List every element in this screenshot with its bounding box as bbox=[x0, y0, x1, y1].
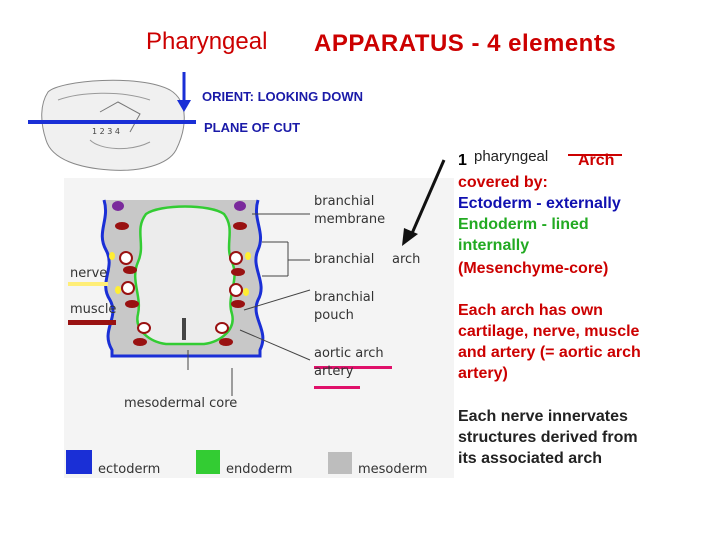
nerve-label: nerve bbox=[70, 266, 108, 281]
branchial-membrane-label-2: membrane bbox=[314, 212, 386, 227]
embryo-sketch: 1 2 3 4 bbox=[41, 79, 185, 171]
legend-ectoderm-swatch bbox=[66, 450, 92, 474]
title-apparatus: APPARATUS - 4 elements bbox=[314, 30, 617, 57]
branchial-pouch-label-1: branchial bbox=[314, 290, 375, 305]
own-line-2: cartilage, nerve, muscle bbox=[458, 323, 640, 340]
branchial-membrane-label-1: branchial bbox=[314, 194, 375, 209]
own-line-1: Each arch has own bbox=[458, 302, 603, 319]
nerve-line-3: its associated arch bbox=[458, 450, 603, 467]
artery-underline bbox=[314, 386, 360, 389]
arch-dots-left bbox=[109, 201, 151, 346]
endoderm-line-2: internally bbox=[458, 237, 530, 254]
mesenchyme-line: (Mesenchyme-core) bbox=[458, 260, 609, 277]
legend-endoderm-label: endoderm bbox=[226, 462, 293, 477]
ectoderm-line: Ectoderm - externally bbox=[458, 195, 621, 212]
arch-word: Arch bbox=[578, 152, 615, 169]
arch-count: 1 bbox=[458, 152, 467, 169]
mesodermal-core-label: mesodermal core bbox=[124, 396, 238, 411]
down-arrow-icon bbox=[177, 100, 191, 112]
legend-ectoderm-label: ectoderm bbox=[98, 462, 161, 477]
branchial-pouch-label-2: pouch bbox=[314, 308, 354, 323]
artery-label: artery bbox=[314, 364, 354, 379]
svg-text:1 2 3 4: 1 2 3 4 bbox=[92, 127, 120, 136]
nerve-line-2: structures derived from bbox=[458, 429, 638, 446]
branchial-arch-label-1: branchial bbox=[314, 252, 375, 267]
pharyngeal-section bbox=[64, 178, 454, 478]
title-pharyngeal: Pharyngeal bbox=[146, 28, 268, 55]
legend-mesoderm-label: mesoderm bbox=[358, 462, 428, 477]
legend-endoderm-swatch bbox=[196, 450, 220, 474]
own-line-4: artery) bbox=[458, 365, 508, 382]
arch-pointer-arrow-icon bbox=[402, 228, 418, 246]
nerve-underline bbox=[68, 282, 108, 286]
covered-by: covered by: bbox=[458, 174, 548, 191]
legend-mesoderm-swatch bbox=[328, 452, 352, 474]
nerve-line-1: Each nerve innervates bbox=[458, 408, 628, 425]
pharyngeal-word: pharyngeal bbox=[474, 148, 549, 165]
muscle-underline bbox=[68, 320, 116, 325]
own-line-3: and artery (= aortic arch bbox=[458, 344, 641, 361]
aortic-arch-underline bbox=[314, 366, 392, 369]
muscle-label: muscle bbox=[70, 302, 117, 317]
branchial-arch-label-2: arch bbox=[392, 252, 421, 267]
plane-of-cut-label: PLANE OF CUT bbox=[204, 120, 301, 135]
aortic-arch-label: aortic arch bbox=[314, 346, 384, 361]
orient-label: ORIENT: LOOKING DOWN bbox=[202, 89, 364, 104]
arch-dots-right bbox=[215, 201, 251, 346]
endoderm-line-1: Endoderm - lined bbox=[458, 216, 589, 233]
